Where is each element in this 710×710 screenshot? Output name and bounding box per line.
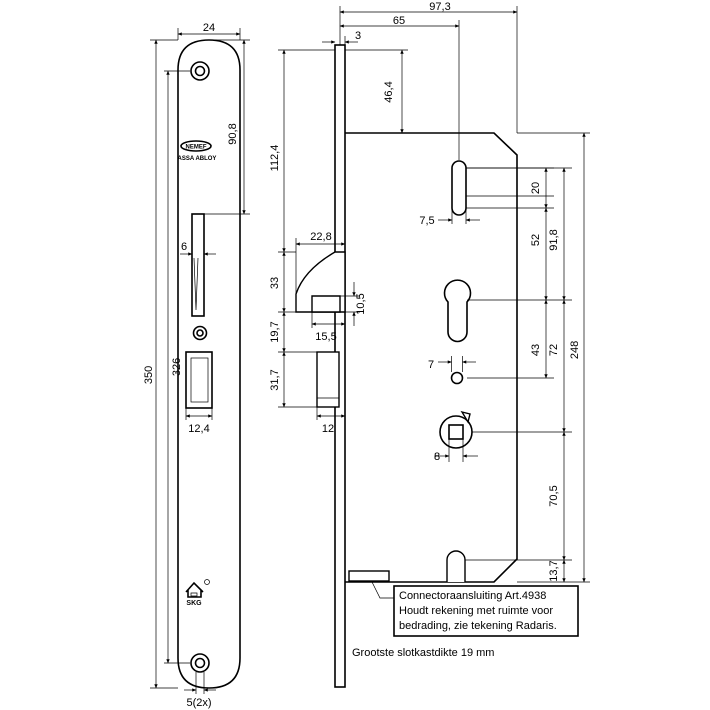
side-deadbolt bbox=[316, 351, 340, 408]
dim-dist-52: 52 bbox=[466, 195, 572, 301]
dim-top-112-text: 112,4 bbox=[269, 145, 281, 172]
dim-latch-width: 6 bbox=[180, 241, 216, 256]
dim-dist-43: 43 bbox=[467, 299, 554, 379]
dim-slot-7-5: 7,5 bbox=[419, 208, 480, 227]
dim-plate: 3 bbox=[322, 30, 361, 45]
faceplate-outline bbox=[177, 39, 241, 689]
dim-latch-22: 22,8 bbox=[295, 231, 346, 294]
side-latch bbox=[295, 251, 346, 313]
front-view: NEMEF ASSA ABLOY SKG 2 bbox=[143, 22, 250, 709]
dim-plate-text: 3 bbox=[355, 30, 361, 42]
dim-width-top: 24 bbox=[177, 22, 241, 40]
dim-dist-72: 72 bbox=[472, 299, 572, 433]
dim-latch-33-text: 33 bbox=[269, 277, 281, 289]
note-line-3: bedrading, zie tekening Radaris. bbox=[399, 620, 557, 632]
dim-sq-8: 8 bbox=[434, 439, 478, 463]
dim-bolt-31: 31,7 bbox=[269, 351, 317, 408]
dim-dist-91-text: 91,8 bbox=[548, 229, 560, 250]
dim-slot-7-5-text: 7,5 bbox=[419, 215, 434, 227]
skg-text: SKG bbox=[186, 600, 202, 607]
dim-dist-248: 248 bbox=[517, 132, 590, 583]
small-hole bbox=[450, 371, 464, 385]
dim-depth-65-text: 65 bbox=[393, 15, 405, 27]
note-line-1: Connectoraansluiting Art.4938 bbox=[399, 590, 546, 602]
cylinder-cutout bbox=[443, 279, 472, 343]
dim-dist-91: 91,8 bbox=[466, 167, 572, 301]
footer-note: Grootste slotkastdikte 19 mm bbox=[352, 647, 494, 659]
dim-dist-13: 13,7 bbox=[548, 559, 566, 583]
dim-dist-70-text: 70,5 bbox=[548, 485, 560, 506]
dim-dist-52-text: 52 bbox=[530, 234, 542, 246]
skg-mark: SKG bbox=[185, 579, 210, 607]
deadbolt bbox=[185, 351, 213, 409]
dim-latch-15: 15,5 bbox=[311, 312, 346, 343]
dim-dist-43-text: 43 bbox=[530, 344, 542, 356]
dim-total-height-text: 350 bbox=[143, 366, 155, 384]
dim-latch-15-text: 15,5 bbox=[315, 331, 336, 343]
dim-hole-dia: 5(2x) bbox=[184, 672, 216, 709]
dim-dist-248-text: 248 bbox=[569, 341, 581, 359]
dim-top-112: 112,4 bbox=[269, 49, 335, 253]
connector bbox=[348, 570, 390, 582]
dim-hole-spacing-text: 326 bbox=[171, 358, 183, 376]
follower-slot bbox=[451, 160, 467, 216]
dim-dist-72-text: 72 bbox=[548, 344, 560, 356]
side-view: 97,3 65 3 46,4 112,4 bbox=[269, 1, 590, 688]
dim-depth-total-text: 97,3 bbox=[429, 1, 450, 13]
dim-gap-19-text: 19,7 bbox=[269, 321, 281, 342]
dim-total-height: 350 bbox=[143, 39, 178, 689]
dim-gap-19: 19,7 bbox=[269, 311, 317, 353]
dim-top-to-latch-text: 90,8 bbox=[227, 123, 239, 144]
dim-sq-8-text: 8 bbox=[434, 451, 440, 463]
dim-hole-dia-text: 5(2x) bbox=[186, 697, 211, 709]
dim-depth-65: 65 bbox=[339, 15, 460, 160]
dim-bolt-31-text: 31,7 bbox=[269, 369, 281, 390]
connector-note: Connectoraansluiting Art.4938 Houdt reke… bbox=[371, 581, 579, 637]
dim-latch-10-text: 10,5 bbox=[355, 293, 367, 314]
brand-sub-text: ASSA ABLOY bbox=[178, 156, 217, 162]
dim-bolt-12-text: 12 bbox=[322, 423, 334, 435]
middle-screw-hole bbox=[192, 325, 208, 341]
handle-follower bbox=[439, 410, 473, 449]
dim-hole-spacing: 326 bbox=[164, 70, 190, 664]
note-line-2: Houdt rekening met ruimte voor bbox=[399, 605, 553, 617]
brand-logo: NEMEF ASSA ABLOY bbox=[178, 140, 217, 162]
brand-logo-text: NEMEF bbox=[186, 145, 207, 151]
dim-latch-width-text: 6 bbox=[181, 241, 187, 253]
dim-bolt-12: 12 bbox=[316, 407, 346, 435]
latch-slot bbox=[191, 213, 205, 317]
dim-slot-20: 20 bbox=[466, 167, 554, 209]
dim-hole-7-text: 7 bbox=[428, 359, 434, 371]
dim-top-46-text: 46,4 bbox=[383, 81, 395, 102]
dim-width-top-text: 24 bbox=[203, 22, 215, 34]
dim-dist-70: 70,5 bbox=[465, 431, 572, 561]
dim-latch-10: 10,5 bbox=[340, 282, 367, 326]
dim-dist-13-text: 13,7 bbox=[548, 560, 560, 581]
dim-latch-22-text: 22,8 bbox=[310, 231, 331, 243]
dim-hole-7: 7 bbox=[428, 356, 476, 372]
dim-top-to-latch: 90,8 bbox=[204, 39, 250, 215]
bottom-screw-hole bbox=[190, 653, 210, 673]
top-screw-hole bbox=[190, 61, 210, 81]
lock-case bbox=[345, 132, 518, 583]
dim-bolt-width-text: 12,4 bbox=[188, 423, 209, 435]
dim-slot-20-text: 20 bbox=[530, 182, 542, 194]
dim-top-46: 46,4 bbox=[345, 49, 408, 134]
bottom-notch bbox=[446, 550, 466, 582]
dim-bolt-width: 12,4 bbox=[185, 408, 213, 435]
dim-depth-total: 97,3 bbox=[339, 1, 518, 133]
